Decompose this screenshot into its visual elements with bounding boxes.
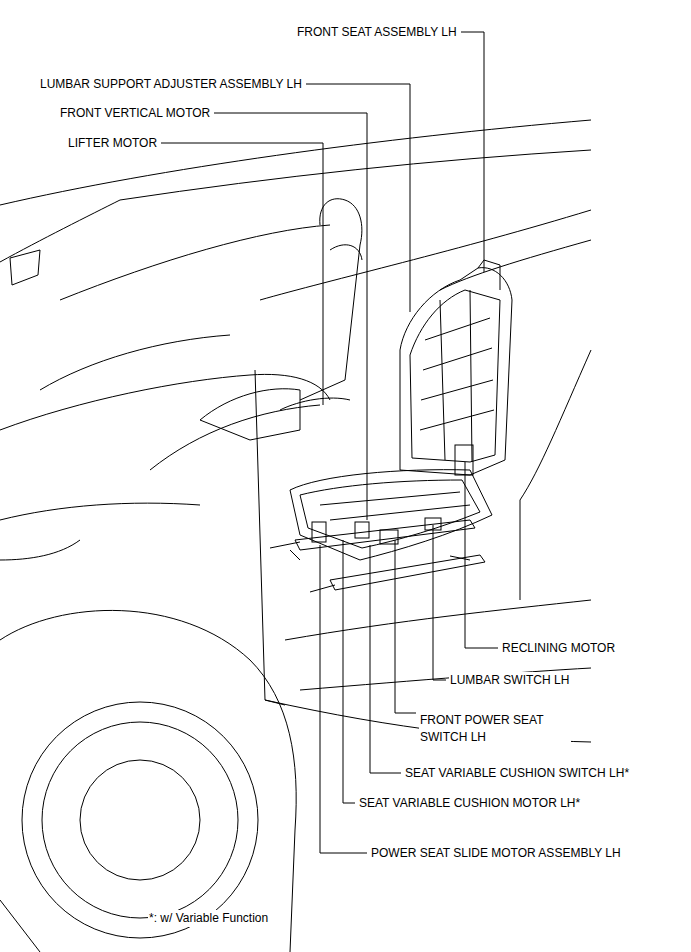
front-seat-frame — [270, 260, 512, 592]
part-label: SEAT VARIABLE CUSHION SWITCH LH* — [404, 765, 630, 782]
part-label: FRONT SEAT ASSEMBLY LH — [296, 24, 458, 41]
footnote: *: w/ Variable Function — [148, 910, 269, 927]
part-label: POWER SEAT SLIDE MOTOR ASSEMBLY LH — [370, 845, 622, 862]
vehicle-outline — [0, 120, 591, 952]
rear-seat-ghost — [280, 199, 362, 410]
part-label: LIFTER MOTOR — [67, 135, 158, 152]
part-label: RECLINING MOTOR — [501, 640, 616, 657]
part-label: FRONT POWER SEAT SWITCH LH — [419, 712, 571, 746]
part-label: SEAT VARIABLE CUSHION MOTOR LH* — [358, 795, 581, 812]
part-label: LUMBAR SUPPORT ADJUSTER ASSEMBLY LH — [39, 76, 303, 93]
part-label: LUMBAR SWITCH LH — [449, 672, 570, 689]
part-label: FRONT VERTICAL MOTOR — [59, 105, 211, 122]
